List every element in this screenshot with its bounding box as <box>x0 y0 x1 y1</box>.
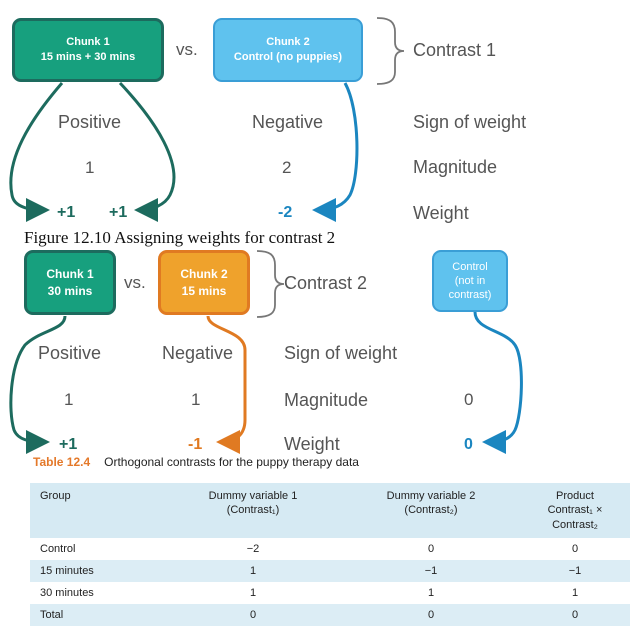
header-group: Group <box>30 483 164 538</box>
c1-weight-3: -2 <box>278 204 293 221</box>
c2-chunk2-line1: Chunk 2 <box>180 267 228 282</box>
c2-chunk2-line2: 15 mins <box>181 283 227 298</box>
c1-chunk2-box: Chunk 2 Control (no puppies) <box>213 18 363 82</box>
table-row: Control −2 0 0 <box>30 538 630 560</box>
c1-sign-left: Positive <box>58 112 122 132</box>
c2-mag-control: 0 <box>464 390 474 409</box>
header-dummy2-line2: (Contrast₂) <box>404 504 458 517</box>
header-group-label: Group <box>40 490 71 502</box>
cell-dummy2: 0 <box>427 542 435 555</box>
c1-weight-label: Weight <box>413 203 469 223</box>
arrow-c1-right <box>312 82 359 222</box>
cell-product: 0 <box>571 542 579 555</box>
header-dummy2: Dummy variable 2 (Contrast₂) <box>342 483 520 538</box>
cell-dummy1: 1 <box>164 559 342 582</box>
table-row: Total 0 0 0 <box>30 603 630 626</box>
c2-control-line3: contrast) <box>448 289 492 302</box>
brace-c2 <box>256 250 285 318</box>
c2-sign-left: Positive <box>38 343 102 363</box>
c2-control-line1: Control <box>452 260 488 273</box>
cell-group: 15 minutes <box>30 559 164 582</box>
header-product-line2: Contrast₁ × Contrast₂ <box>547 504 603 531</box>
cell-dummy2: −1 <box>342 559 520 582</box>
figure-caption: Figure 12.10 Assigning weights for contr… <box>24 228 336 247</box>
c2-mag-right: 1 <box>191 390 201 409</box>
cell-group: Total <box>30 603 164 626</box>
header-dummy1-line2: (Contrast₁) <box>226 504 280 517</box>
c2-chunk1-line1: Chunk 1 <box>46 267 94 282</box>
header-product-line1: Product <box>556 490 594 502</box>
arrow-c1-left-a <box>9 82 64 222</box>
c2-weight-3: 0 <box>464 436 473 453</box>
c1-vs: vs. <box>176 40 198 59</box>
c2-mag-label: Magnitude <box>284 390 369 410</box>
cell-dummy2: 1 <box>427 586 435 599</box>
c2-weight-label: Weight <box>284 434 340 454</box>
table-header-row: Group Dummy variable 1 (Contrast₁) Dummy … <box>30 483 630 538</box>
c2-control-line2: (not in <box>454 274 486 287</box>
cell-group: Control <box>40 542 76 555</box>
c2-vs: vs. <box>124 273 146 292</box>
c1-contrast-label: Contrast 1 <box>413 40 497 60</box>
contrasts-table: Group Dummy variable 1 (Contrast₁) Dummy … <box>30 483 630 626</box>
c2-contrast-label: Contrast 2 <box>284 273 368 293</box>
table-caption: Table 12.4 Orthogonal contrasts for the p… <box>33 455 359 469</box>
table-title: Orthogonal contrasts for the puppy thera… <box>104 455 359 469</box>
c1-mag-left: 1 <box>85 158 95 177</box>
c1-sign-label: Sign of weight <box>413 112 527 132</box>
contrast1-arrows <box>9 17 523 454</box>
header-dummy1: Dummy variable 1 (Contrast₁) <box>164 483 342 538</box>
cell-dummy2: 0 <box>342 603 520 626</box>
c2-weight-2: -1 <box>188 436 203 453</box>
cell-dummy1: 1 <box>249 586 257 599</box>
c2-mag-left: 1 <box>64 390 74 409</box>
arrow-c2-mid <box>206 315 247 454</box>
brace-c1 <box>376 17 405 85</box>
arrow-c1-left-b <box>118 81 176 222</box>
cell-dummy1: 0 <box>164 603 342 626</box>
cell-product: 1 <box>571 586 579 599</box>
c1-chunk1-box: Chunk 1 15 mins + 30 mins <box>12 18 164 82</box>
c2-weight-1: +1 <box>59 436 78 453</box>
arrow-c2-left <box>9 315 67 454</box>
header-dummy2-line1: Dummy variable 2 <box>386 490 476 502</box>
c2-chunk1-line2: 30 mins <box>47 283 93 298</box>
c1-weight-2: +1 <box>109 204 128 221</box>
c2-sign-label: Sign of weight <box>284 343 398 363</box>
c1-chunk1-line1: Chunk 1 <box>66 36 110 49</box>
c2-chunk2-box: Chunk 2 15 mins <box>158 250 250 315</box>
c1-chunk2-line1: Chunk 2 <box>266 36 310 49</box>
table-row: 15 minutes 1 −1 −1 <box>30 559 630 582</box>
c1-chunk2-line2: Control (no puppies) <box>233 51 343 63</box>
c2-sign-right: Negative <box>162 343 234 363</box>
arrow-c2-control <box>473 311 523 454</box>
c1-sign-right: Negative <box>252 112 324 132</box>
table-row: 30 minutes 1 1 1 <box>30 582 630 604</box>
table-number: Table 12.4 <box>33 455 91 469</box>
c1-chunk1-line2: 15 mins + 30 mins <box>40 51 136 63</box>
cell-product: 0 <box>520 603 630 626</box>
c1-mag-label: Magnitude <box>413 157 498 177</box>
c1-mag-right: 2 <box>282 158 292 177</box>
c2-control-box: Control (not in contrast) <box>432 250 508 312</box>
cell-product: −1 <box>520 559 630 582</box>
c2-chunk1-box: Chunk 1 30 mins <box>24 250 116 315</box>
cell-group: 30 minutes <box>40 586 94 599</box>
header-dummy1-line1: Dummy variable 1 <box>208 490 298 502</box>
c1-weight-1: +1 <box>57 204 76 221</box>
cell-dummy1: −2 <box>246 542 260 555</box>
